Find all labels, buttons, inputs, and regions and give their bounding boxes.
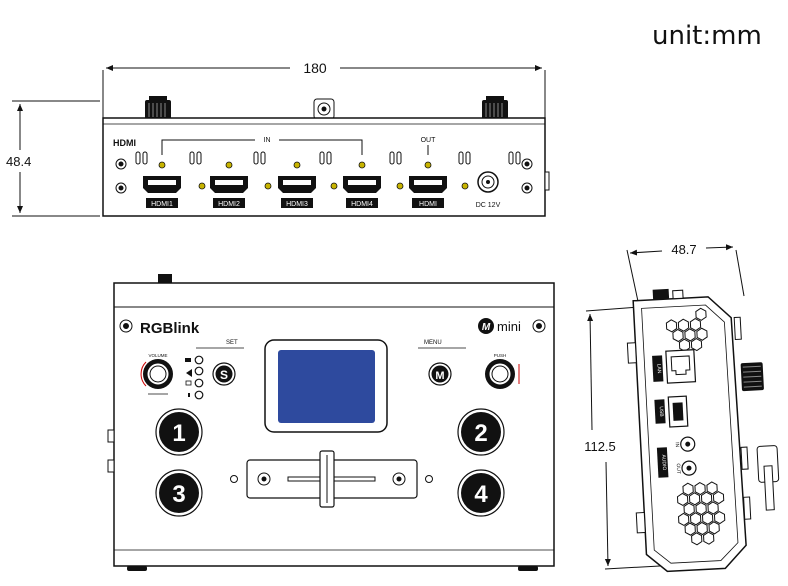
m-button[interactable]: M (428, 362, 452, 386)
audio-out-label: OUT (675, 463, 682, 474)
channel-label-1: 1 (172, 420, 185, 447)
lan-label: LAN (655, 364, 662, 374)
volume-label: VOLUME (148, 353, 167, 358)
audio-in-label: IN (674, 442, 680, 448)
rear-screws (115, 158, 533, 194)
in-label: IN (264, 137, 271, 144)
set-label: SET (226, 340, 238, 346)
rear-led-row (158, 161, 469, 190)
dc-label: DC 12V (476, 202, 501, 209)
menu-label: MENU (424, 340, 442, 346)
dc-power-jack (477, 171, 499, 193)
mini-logo-letter: M (482, 322, 491, 333)
lcd-screen (278, 350, 375, 423)
lan-port: LAN (652, 349, 697, 384)
side-mount-screw (756, 445, 780, 511)
channel-label-4: 4 (474, 481, 488, 508)
usb-label: USB (658, 406, 665, 417)
hdmi-port-out: HDMI (409, 176, 447, 208)
depth-dimension: 48.7 (671, 242, 696, 257)
channel-button-1[interactable]: 1 (155, 408, 203, 456)
t-bar-fader[interactable] (230, 450, 433, 508)
hdmi-port-label-out: HDMI (419, 201, 437, 208)
hdmi-port-label-3: HDMI3 (286, 201, 308, 208)
hdmi-port-2: HDMI2 (210, 176, 248, 208)
mode-icons (185, 358, 192, 397)
front-top-knob (158, 274, 172, 284)
push-knob[interactable] (485, 359, 520, 389)
rear-view: 180 48.4 HDMI IN (6, 60, 550, 217)
front-brand: RGBlink (140, 320, 200, 337)
side-hex-vents-top (665, 307, 708, 352)
front-view: RGBlink M mini SET MENU VOLUME (107, 274, 555, 571)
hdmi-port-4: HDMI4 (343, 176, 381, 208)
channel-label-3: 3 (172, 481, 185, 508)
volume-knob[interactable] (140, 359, 173, 389)
hdmi-port-1: HDMI1 (143, 176, 181, 208)
channel-label-2: 2 (474, 420, 487, 447)
hdmi-port-label-1: HDMI1 (151, 201, 173, 208)
s-button-label: S (220, 368, 228, 382)
mini-logo: M mini (478, 318, 521, 334)
audio-label: AUDIO (660, 454, 667, 470)
unit-label: unit:mm (652, 21, 762, 51)
length-dimension: 112.5 (584, 439, 616, 454)
hdmi-port-3: HDMI3 (278, 176, 316, 208)
rear-mount-screw (313, 98, 335, 120)
side-view: 48.7 112.5 (584, 242, 780, 573)
height-dimension: 48.4 (6, 154, 31, 169)
front-screws (119, 319, 546, 333)
rear-vents (135, 151, 521, 165)
audio-ports: AUDIO IN OUT (656, 436, 697, 478)
mode-leds (194, 355, 204, 400)
push-label: PUSH (494, 353, 507, 358)
channel-button-4[interactable]: 4 (457, 469, 505, 517)
side-hex-vents-bottom (676, 481, 726, 546)
hdmi-port-label-2: HDMI2 (218, 201, 240, 208)
mini-logo-text: mini (497, 319, 521, 334)
rear-knob-left (145, 96, 171, 120)
width-dimension: 180 (303, 60, 327, 76)
side-knob (740, 362, 764, 392)
rear-knob-right (482, 96, 508, 120)
usb-port: USB (654, 395, 689, 428)
out-label: OUT (421, 137, 437, 144)
m-button-label: M (435, 370, 444, 382)
channel-button-3[interactable]: 3 (155, 469, 203, 517)
side-panel-body (632, 296, 747, 573)
hdmi-port-label-4: HDMI4 (351, 201, 373, 208)
s-button[interactable]: S (212, 362, 236, 386)
channel-button-2[interactable]: 2 (457, 408, 505, 456)
rear-brand-label: HDMI (113, 138, 136, 148)
